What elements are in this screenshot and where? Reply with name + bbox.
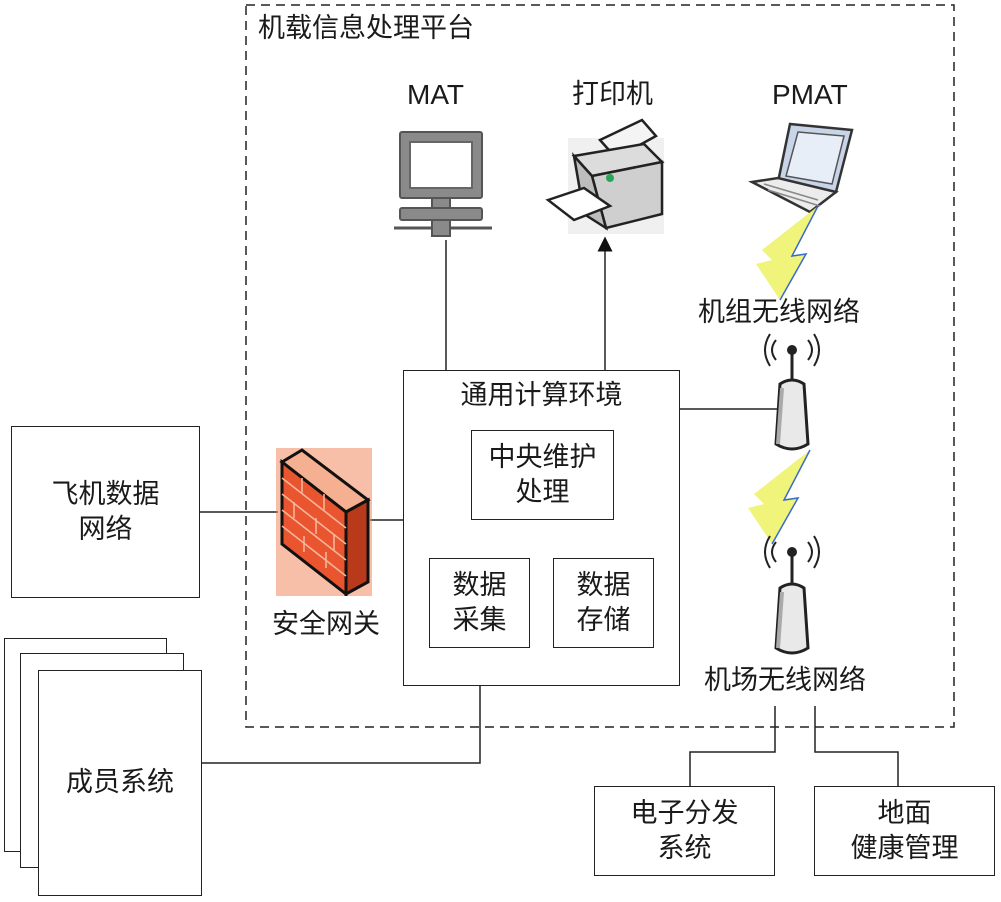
lightning-icon bbox=[748, 449, 811, 545]
central-maintenance-label: 中央维护 处理 bbox=[488, 441, 597, 508]
firewall-icon bbox=[276, 448, 372, 596]
compute-title: 通用计算环境 bbox=[460, 380, 623, 411]
platform-title: 机载信息处理平台 bbox=[258, 13, 474, 44]
data-acquisition-box: 数据 采集 bbox=[429, 558, 530, 648]
gateway-label: 安全网关 bbox=[272, 609, 380, 640]
laptop-icon bbox=[748, 122, 854, 214]
data-storage-label: 数据 存储 bbox=[576, 569, 631, 636]
aircraft-network-label: 飞机数据 网络 bbox=[51, 478, 160, 545]
distribution-link bbox=[689, 706, 776, 786]
member-systems-label: 成员系统 bbox=[66, 767, 174, 799]
lightning-icon bbox=[756, 205, 819, 301]
distribution-label: 电子分发 系统 bbox=[630, 797, 739, 864]
member-systems-box: 成员系统 bbox=[38, 670, 202, 896]
data-acquisition-label: 数据 采集 bbox=[452, 569, 507, 636]
airport-wireless-label: 机场无线网络 bbox=[704, 665, 866, 696]
crew-wireless-label: 机组无线网络 bbox=[698, 297, 860, 328]
ground-health-label: 地面 健康管理 bbox=[850, 797, 959, 864]
printer-label: 打印机 bbox=[572, 79, 653, 110]
desktop-computer-icon bbox=[394, 131, 492, 237]
pmat-label: PMAT bbox=[772, 79, 848, 110]
wireless-router-icon bbox=[764, 535, 820, 655]
aircraft-network-box: 飞机数据 网络 bbox=[11, 426, 200, 598]
member-acquisition-link bbox=[202, 642, 488, 764]
mat-label: MAT bbox=[407, 79, 465, 110]
central-maintenance-box: 中央维护 处理 bbox=[471, 430, 614, 520]
ground-health-box: 地面 健康管理 bbox=[814, 786, 995, 876]
platform-boundary bbox=[245, 4, 955, 728]
wireless-router-icon bbox=[764, 333, 820, 451]
data-storage-box: 数据 存储 bbox=[553, 558, 654, 648]
printer-icon bbox=[545, 118, 665, 234]
ground-health-link bbox=[814, 706, 899, 786]
distribution-box: 电子分发 系统 bbox=[594, 786, 775, 876]
